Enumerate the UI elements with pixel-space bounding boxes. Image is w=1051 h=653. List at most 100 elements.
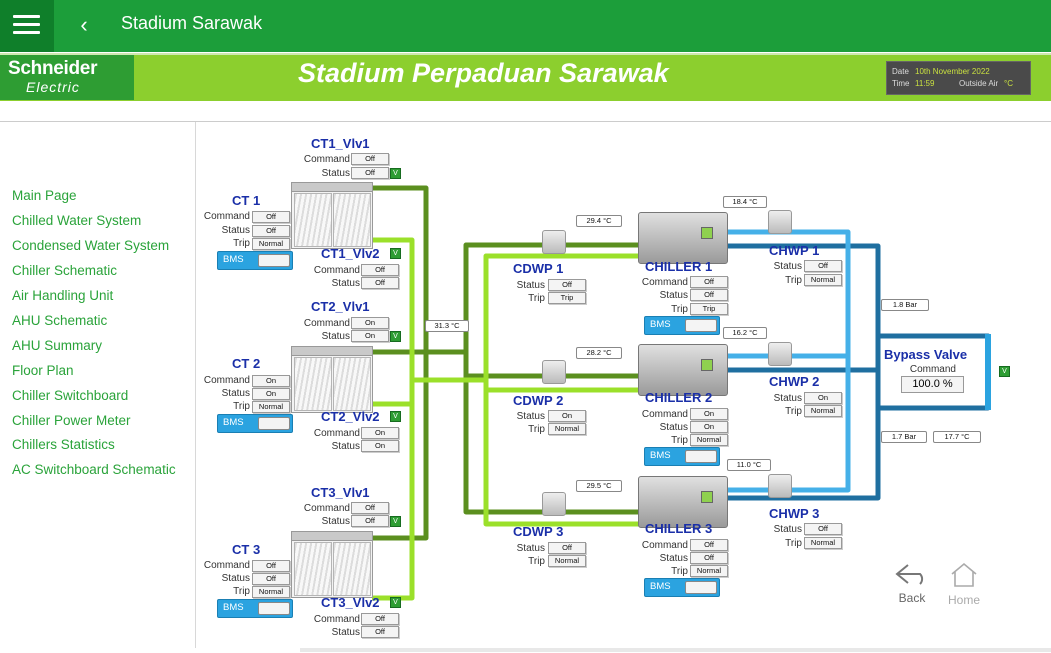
chiller3-command-value[interactable]: Off [690,539,728,551]
cdwp1-status-value: Off [548,279,586,291]
sidebar-item-chiller-switchboard[interactable]: Chiller Switchboard [12,388,129,403]
sidebar-item-chilled-water-system[interactable]: Chilled Water System [12,213,142,228]
bypass-command-label: Command [909,364,956,375]
chwp2-pump-icon[interactable] [768,342,792,366]
cdwp3-pump-icon[interactable] [542,492,566,516]
chiller1-command-value[interactable]: Off [690,276,728,288]
ct3-label: CT 3 [232,542,261,557]
ct1-vlv1-command-value[interactable]: Off [351,153,389,165]
ct3-vlv2-status-label: Status [331,627,360,638]
sidebar-item-ahu-summary[interactable]: AHU Summary [12,338,103,353]
sidebar-item-ac-switchboard-schematic[interactable]: AC Switchboard Schematic [12,462,176,477]
sidebar-item-air-handling-unit[interactable]: Air Handling Unit [12,288,114,303]
ct2-vlv1-status-label: Status [321,331,350,342]
ct2-bms-toggle[interactable]: BMS [217,414,293,433]
cdwp2-trip-label: Trip [528,424,545,435]
chiller2-trip-label: Trip [671,435,688,446]
ct2-vlv1-status-value: On [351,330,389,342]
ct2-vlv1-label: CT2_Vlv1 [311,299,370,314]
chiller3-bms-toggle[interactable]: BMS [644,578,720,597]
chwp2-status-value: On [804,392,842,404]
sidebar-item-floor-plan[interactable]: Floor Plan [12,363,74,378]
chiller2-command-label: Command [641,409,688,420]
chwp2-temp: 16.2 °C [723,327,767,339]
sidebar-item-chiller-schematic[interactable]: Chiller Schematic [12,263,118,278]
ct1-vlv1-valve-icon[interactable]: V [390,168,401,179]
back-button[interactable]: Back [893,562,931,605]
ct3-vlv1-command-value[interactable]: Off [351,502,389,514]
ct1-vlv2-command-label: Command [313,265,360,276]
ct2-vlv1-command-label: Command [303,318,350,329]
chwp3-temp: 11.0 °C [727,459,771,471]
ct2-vlv2-command-value[interactable]: On [361,427,399,439]
chiller2-icon[interactable] [638,344,728,396]
chwp1-status-label: Status [773,261,802,272]
ct1-command-label: Command [203,211,250,222]
ct3-vlv1-valve-icon[interactable]: V [390,516,401,527]
ct1-vlv1-status-label: Status [321,168,350,179]
cooling-tower-3-icon [291,531,373,598]
page-title: Stadium Perpaduan Sarawak [298,58,669,88]
ct1-status-label: Status [221,225,250,236]
cdwp2-pump-icon[interactable] [542,360,566,384]
ct2-trip-value: Normal [252,401,290,413]
hamburger-menu-button[interactable] [0,0,54,52]
chiller1-trip-label: Trip [671,304,688,315]
ct2-vlv2-valve-icon[interactable]: V [390,411,401,422]
chiller2-command-value[interactable]: On [690,408,728,420]
ct3-bms-toggle[interactable]: BMS [217,599,293,618]
ct3-status-value: Off [252,573,290,585]
sidebar-item-condensed-water-system[interactable]: Condensed Water System [12,238,170,253]
chiller1-icon[interactable] [638,212,728,264]
ct1-vlv2-valve-icon[interactable]: V [390,248,401,259]
ct3-vlv2-command-label: Command [313,614,360,625]
chiller2-bms-toggle[interactable]: BMS [644,447,720,466]
ct1-trip-label: Trip [233,238,250,249]
ct2-vlv1-command-value[interactable]: On [351,317,389,329]
ct1-vlv2-command-value[interactable]: Off [361,264,399,276]
sidebar-item-ahu-schematic[interactable]: AHU Schematic [12,313,108,328]
cdwp1-label: CDWP 1 [513,261,564,276]
cdwp2-label: CDWP 2 [513,393,564,408]
ct2-vlv1-valve-icon[interactable]: V [390,331,401,342]
chiller1-bms-toggle[interactable]: BMS [644,316,720,335]
bypass-command-value[interactable]: 100.0 % [901,376,964,393]
chiller2-trip-value: Normal [690,434,728,446]
home-button[interactable]: Home [945,562,983,607]
divider [0,121,1051,122]
ct3-vlv1-status-value: Off [351,515,389,527]
chwp1-label: CHWP 1 [769,243,820,258]
chiller3-icon[interactable] [638,476,728,528]
ct1-command-value[interactable]: Off [252,211,290,223]
ct3-vlv2-valve-icon[interactable]: V [390,597,401,608]
back-chevron-icon[interactable]: ‹ [80,12,88,37]
sidebar-item-chiller-power-meter[interactable]: Chiller Power Meter [12,413,131,428]
cdwp1-pump-icon[interactable] [542,230,566,254]
chwp1-temp: 18.4 °C [723,196,767,208]
ct2-status-label: Status [221,388,250,399]
date-value: 10th November 2022 [915,67,990,76]
chiller3-status-value: Off [690,552,728,564]
ct3-vlv2-command-value[interactable]: Off [361,613,399,625]
ct2-command-label: Command [203,375,250,386]
cdwp1-trip-label: Trip [528,293,545,304]
cdwp3-status-label: Status [516,543,545,554]
sidebar-item-chillers-statistics[interactable]: Chillers Statistics [12,437,115,452]
chwp1-pump-icon[interactable] [768,210,792,234]
home-button-label: Home [947,593,980,607]
cdwp2-status-label: Status [516,411,545,422]
ct1-bms-toggle[interactable]: BMS [217,251,293,270]
ct2-command-value[interactable]: On [252,375,290,387]
ct3-command-value[interactable]: Off [252,560,290,572]
app-title: Stadium Sarawak [121,13,263,33]
bottom-divider [300,648,1051,652]
sidebar-item-main-page[interactable]: Main Page [12,188,77,203]
ct3-trip-value: Normal [252,586,290,598]
ct1-label: CT 1 [232,193,261,208]
cdwp2-status-value: On [548,410,586,422]
ct3-command-label: Command [203,560,250,571]
chwp3-trip-label: Trip [785,538,802,549]
chwp3-pump-icon[interactable] [768,474,792,498]
bypass-valve-icon[interactable]: V [999,366,1010,377]
chwp3-trip-value: Normal [804,537,842,549]
